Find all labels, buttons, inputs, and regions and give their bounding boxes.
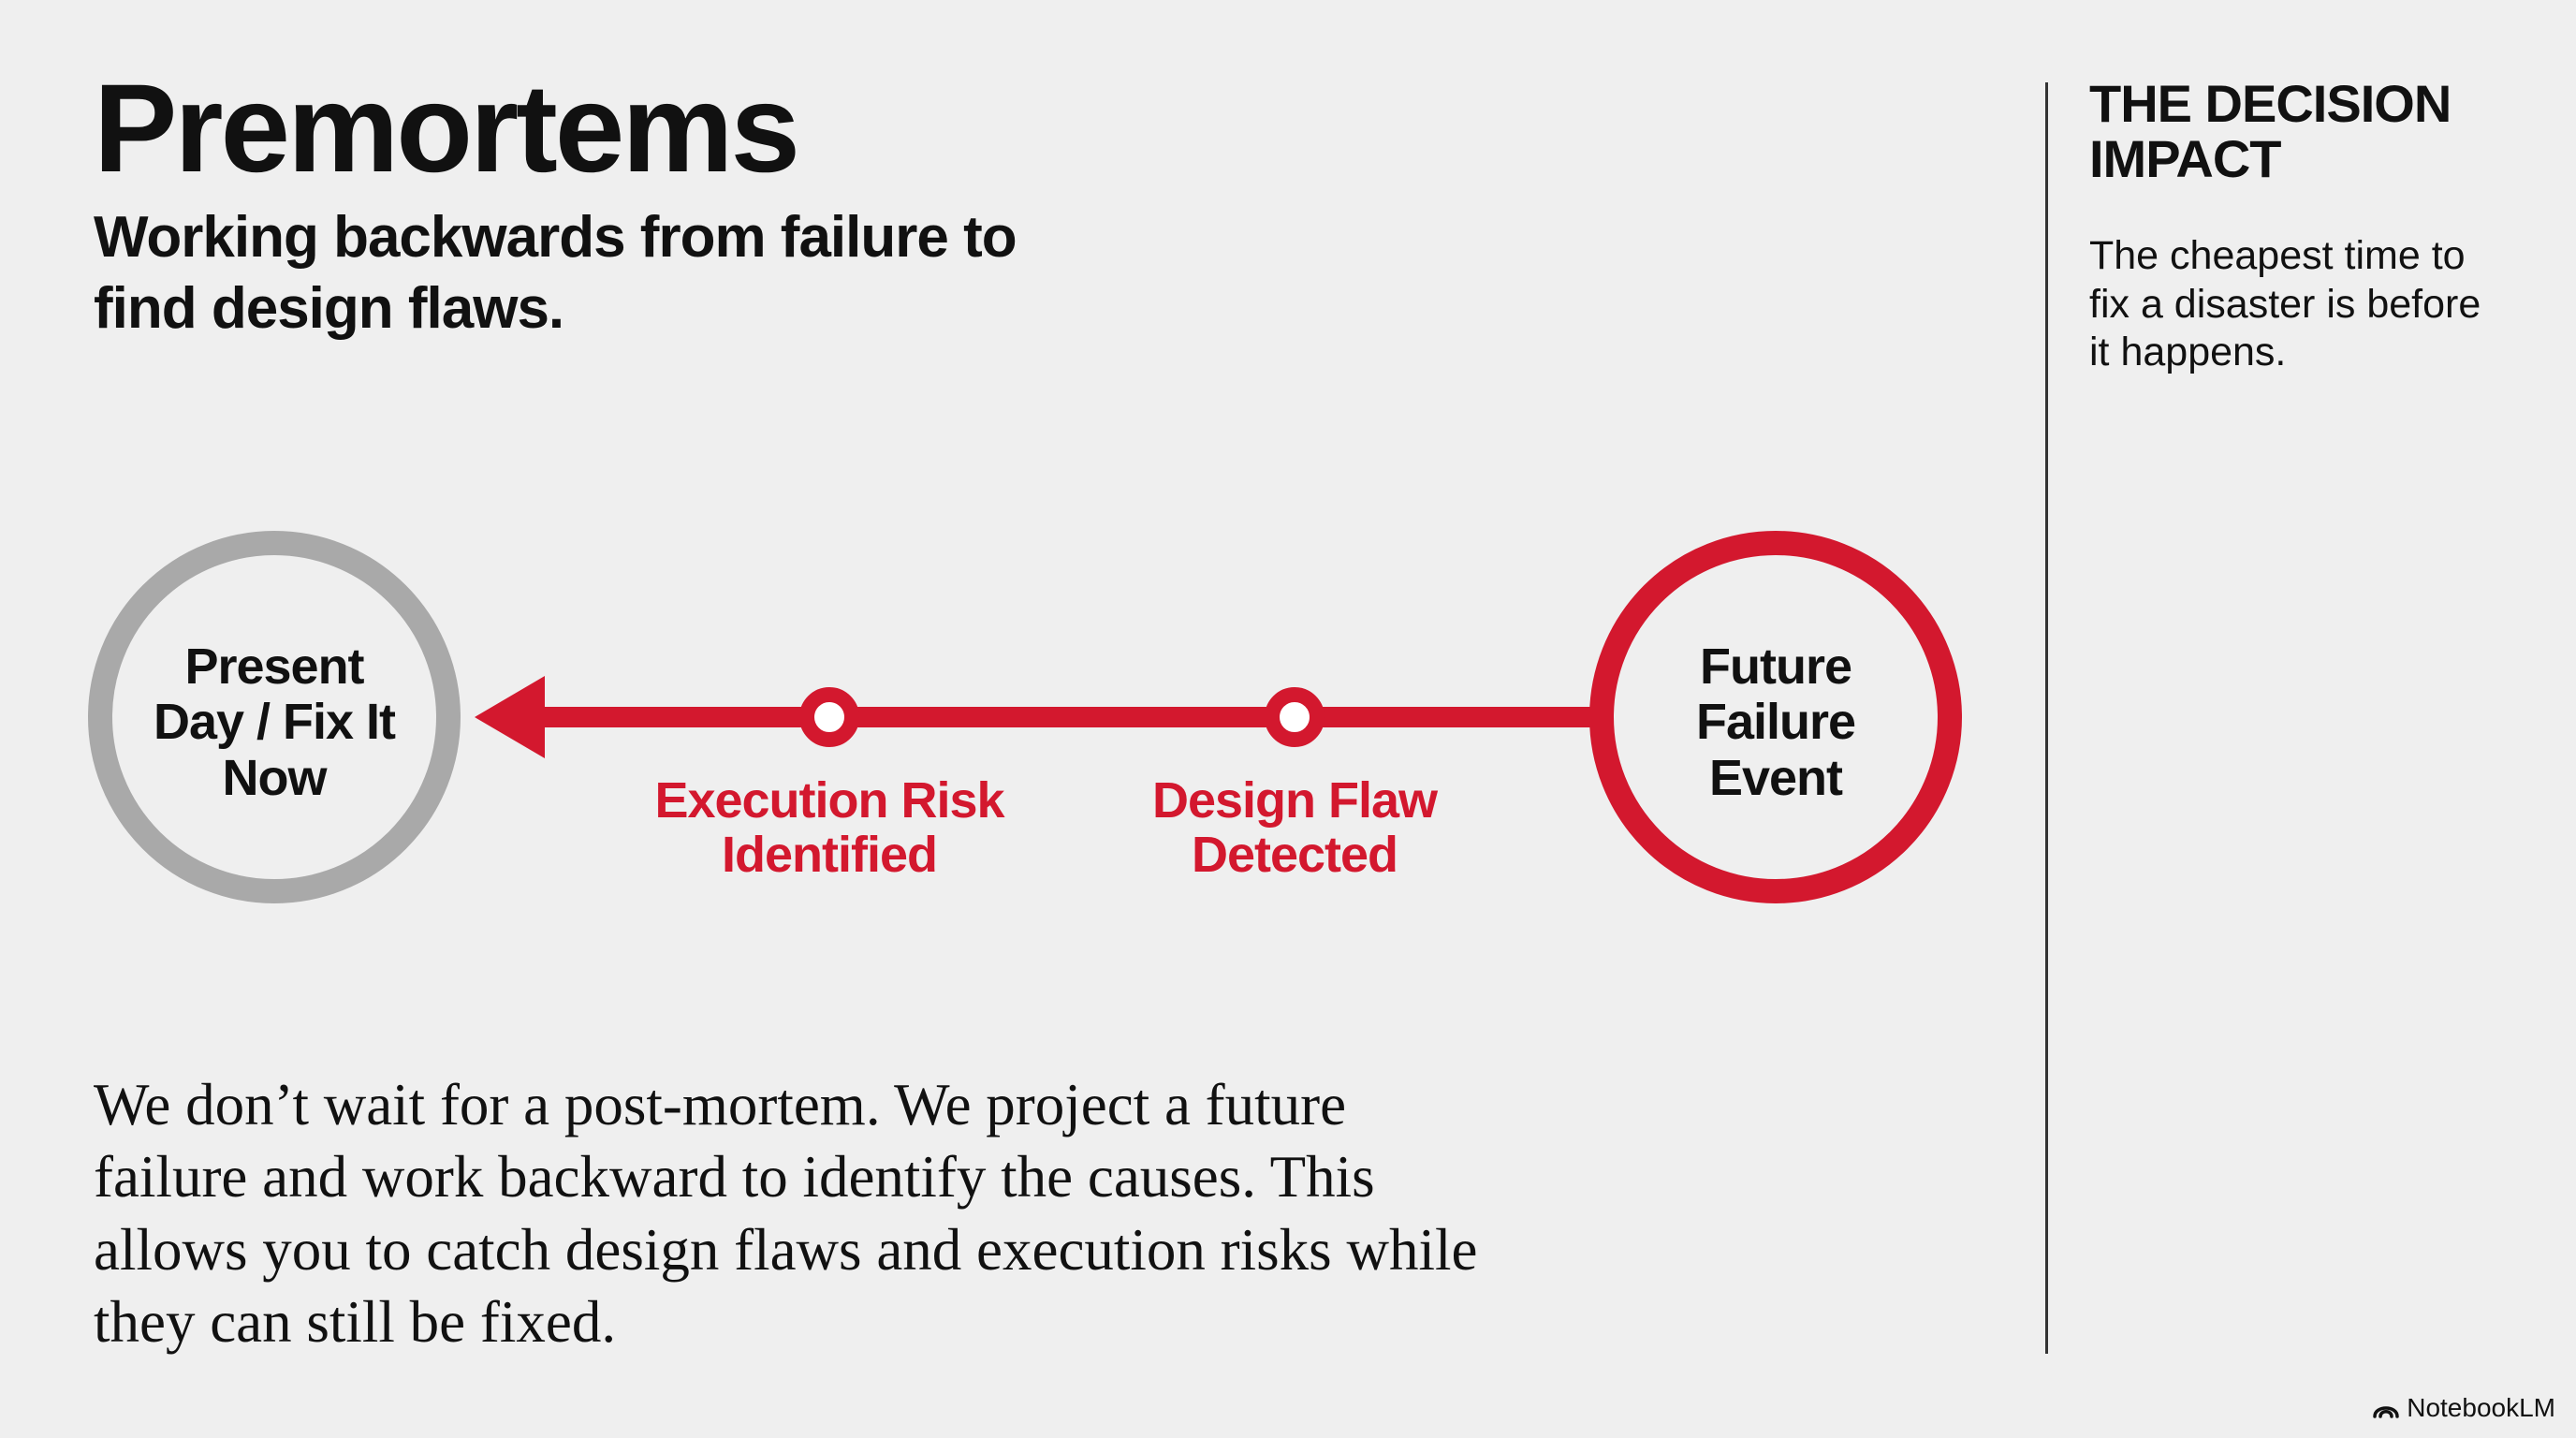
- timeline-diagram: [88, 531, 1962, 903]
- page-title: Premortems: [94, 59, 800, 198]
- milestone-label-design-flaw: Design Flaw Detected: [1151, 772, 1438, 884]
- milestone-marker-design-flaw: [1265, 687, 1325, 747]
- sidebar-heading: THE DECISION IMPACT: [2089, 74, 2452, 188]
- arrowhead-icon: [475, 676, 545, 758]
- milestone-marker-execution-risk: [799, 687, 859, 747]
- body-paragraph: We don’t wait for a post-mortem. We proj…: [94, 1072, 1478, 1356]
- page-subtitle: Working backwards from failure to find d…: [94, 205, 1017, 341]
- present-day-node: [88, 531, 461, 903]
- future-failure-node: [1589, 531, 1962, 903]
- milestone-label-execution-risk: Execution Risk Identified: [654, 772, 1004, 884]
- footer-brand-label: NotebookLM: [2407, 1393, 2555, 1422]
- future-failure-label: Future Failure Event: [1695, 638, 1856, 806]
- sidebar-text: The cheapest time to fix a disaster is b…: [2089, 233, 2481, 375]
- notebooklm-logo-icon: [2373, 1406, 2399, 1418]
- present-day-label: Present Day / Fix It Now: [153, 638, 396, 806]
- footer-brand: NotebookLM: [2373, 1393, 2555, 1423]
- vertical-divider: [2045, 82, 2048, 1354]
